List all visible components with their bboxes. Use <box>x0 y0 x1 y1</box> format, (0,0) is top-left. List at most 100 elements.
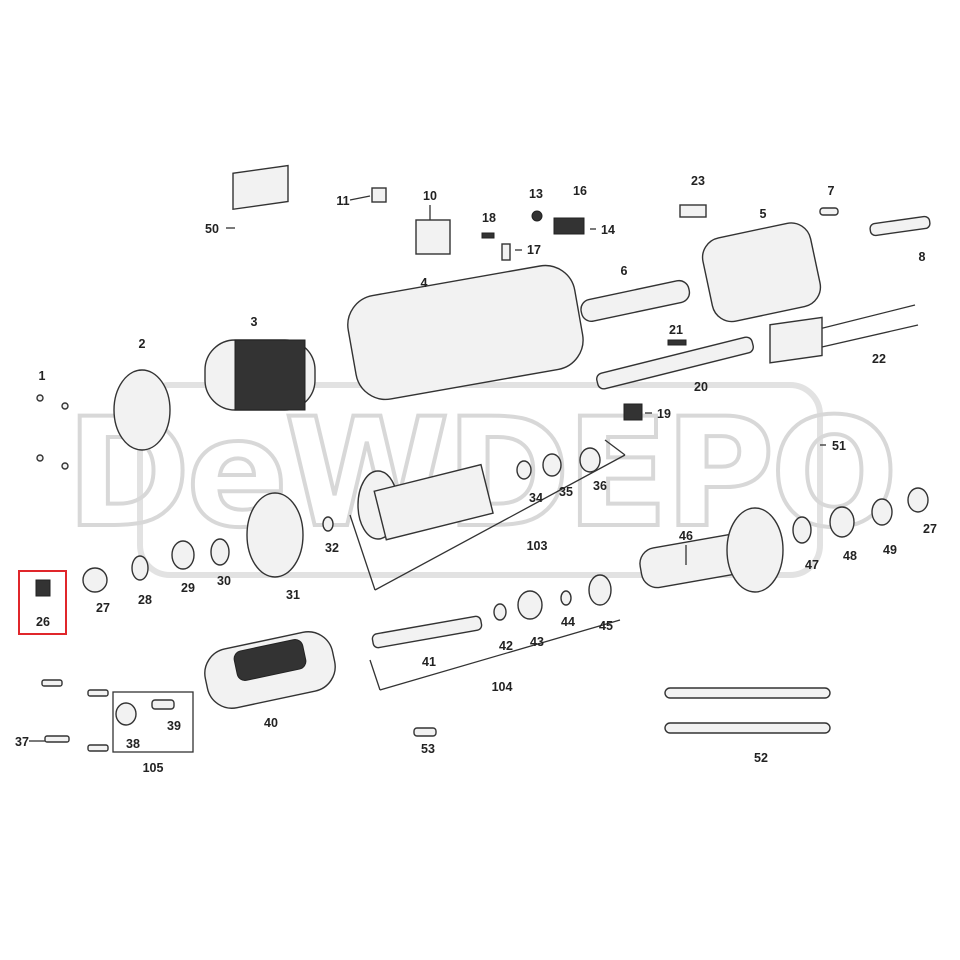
label-45: 45 <box>599 619 613 633</box>
label-105: 105 <box>143 761 164 775</box>
label-52: 52 <box>754 751 768 765</box>
part-14 <box>553 217 585 235</box>
part-37-screw <box>44 735 70 743</box>
label-28: 28 <box>138 593 152 607</box>
part-labels: 1 2 3 4 5 6 7 8 10 11 13 14 16 17 18 19 … <box>15 174 937 775</box>
label-21: 21 <box>669 323 683 337</box>
label-10: 10 <box>423 189 437 203</box>
label-11: 11 <box>336 194 349 208</box>
label-20: 20 <box>694 380 708 394</box>
label-104: 104 <box>492 680 513 694</box>
label-5: 5 <box>760 207 767 221</box>
label-27-b: 27 <box>923 522 937 536</box>
part-17 <box>501 243 511 261</box>
label-27: 27 <box>96 601 110 615</box>
label-18: 18 <box>482 211 496 225</box>
label-34: 34 <box>529 491 543 505</box>
part-40-grip <box>204 631 336 709</box>
part-35 <box>542 453 562 477</box>
part-8 <box>869 215 931 237</box>
part-45 <box>588 574 612 606</box>
part-3-winding <box>234 339 306 411</box>
label-53: 53 <box>421 742 435 756</box>
part-48 <box>829 506 855 538</box>
label-39: 39 <box>167 719 181 733</box>
part-38 <box>115 702 137 726</box>
label-29: 29 <box>181 581 195 595</box>
part-39 <box>151 699 175 710</box>
label-26: 26 <box>36 615 50 629</box>
label-47: 47 <box>805 558 819 572</box>
part-29 <box>171 540 195 570</box>
label-32: 32 <box>325 541 339 555</box>
label-19: 19 <box>657 407 671 421</box>
label-16: 16 <box>573 184 587 198</box>
part-20 <box>596 336 754 390</box>
part-51-label-plate <box>769 316 823 364</box>
label-1: 1 <box>39 369 46 383</box>
label-2: 2 <box>139 337 146 351</box>
part-105-box <box>112 691 194 753</box>
label-7: 7 <box>828 184 835 198</box>
label-50: 50 <box>205 222 219 236</box>
part-103-armature <box>349 439 626 591</box>
part-10-switch <box>415 219 451 255</box>
part-27 <box>82 567 108 593</box>
label-31: 31 <box>286 588 300 602</box>
label-23: 23 <box>691 174 705 188</box>
label-13: 13 <box>529 187 543 201</box>
part-49 <box>871 498 893 526</box>
label-44: 44 <box>561 615 575 629</box>
label-14: 14 <box>601 223 615 237</box>
part-41-spindle <box>371 615 483 649</box>
label-37: 37 <box>15 735 29 749</box>
part-13 <box>531 210 543 222</box>
label-43: 43 <box>530 635 544 649</box>
part-52-strip-b <box>664 722 831 734</box>
part-23-brushes <box>679 204 707 218</box>
part-43 <box>517 590 543 620</box>
leader-lines <box>29 195 826 742</box>
part-26 <box>35 579 51 597</box>
part-18-screw <box>481 232 495 239</box>
label-49: 49 <box>883 543 897 557</box>
label-42: 42 <box>499 639 513 653</box>
part-50-label-plate <box>232 164 289 211</box>
part-53 <box>413 727 437 737</box>
part-6 <box>580 279 691 323</box>
label-38: 38 <box>126 737 140 751</box>
part-104-bracket <box>369 619 621 691</box>
part-11 <box>371 187 387 203</box>
label-103: 103 <box>527 539 548 553</box>
parts <box>35 164 931 753</box>
highlight-box-part-26[interactable] <box>18 570 67 635</box>
part-28 <box>131 555 149 581</box>
part-21 <box>667 339 687 346</box>
label-30: 30 <box>217 574 231 588</box>
label-35: 35 <box>559 485 573 499</box>
label-3: 3 <box>251 315 258 329</box>
label-51: 51 <box>832 439 846 453</box>
part-32 <box>322 516 334 532</box>
label-4: 4 <box>421 276 428 290</box>
part-52-strip-a <box>664 687 831 699</box>
part-44 <box>560 590 572 606</box>
part-46-spindle-housing <box>639 507 784 593</box>
label-17: 17 <box>527 243 541 257</box>
part-27-b <box>907 487 929 513</box>
part-36 <box>579 447 601 473</box>
label-6: 6 <box>621 264 628 278</box>
label-48: 48 <box>843 549 857 563</box>
part-47 <box>792 516 812 544</box>
label-40: 40 <box>264 716 278 730</box>
part-31-gear-case <box>246 492 304 578</box>
part-2-baffle <box>113 369 171 451</box>
label-8: 8 <box>919 250 926 264</box>
label-36: 36 <box>593 479 607 493</box>
part-19 <box>623 403 643 421</box>
part-42 <box>493 603 507 621</box>
label-46: 46 <box>679 529 693 543</box>
part-34 <box>516 460 532 480</box>
label-41: 41 <box>422 655 436 669</box>
